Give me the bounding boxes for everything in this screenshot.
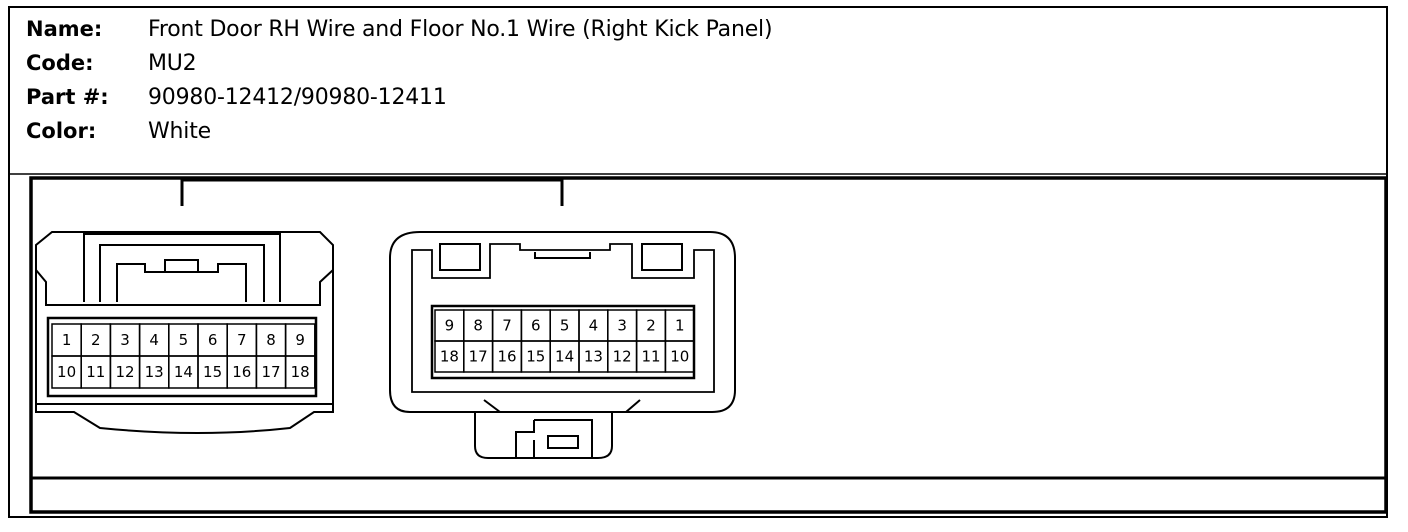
code-label: Code:: [26, 51, 94, 75]
pin-number-label: 6: [531, 317, 541, 335]
pin-number-label: 14: [555, 348, 574, 366]
pin-number-label: 18: [440, 348, 459, 366]
pin-number-label: 16: [232, 363, 251, 381]
pin-number-label: 4: [589, 317, 599, 335]
pin-number-label: 16: [497, 348, 516, 366]
pin-number-label: 8: [473, 317, 483, 335]
pin-number-label: 10: [57, 363, 76, 381]
pin-number-label: 12: [115, 363, 134, 381]
right-lock-latch-legs: [533, 440, 593, 458]
pin-cell: [284, 355, 316, 389]
pin-number-label: 18: [291, 363, 310, 381]
part-number-row: Part #: 90980-12412/90980-12411: [26, 82, 447, 112]
color-label: Color:: [26, 119, 97, 143]
left-connector-latch: [116, 259, 247, 302]
mating-bracket: [180, 178, 564, 206]
right-connector-inner-wall: [411, 243, 715, 393]
left-connector-housing: [35, 231, 334, 434]
pin-number-label: 9: [445, 317, 455, 335]
pin-number-label: 5: [179, 331, 189, 349]
pin-number-label: 7: [237, 331, 247, 349]
pin-number-label: 10: [670, 348, 689, 366]
right-lock-tab: [474, 412, 613, 459]
name-value: Front Door RH Wire and Floor No.1 Wire (…: [148, 16, 773, 42]
pin-number-label: 17: [261, 363, 280, 381]
name-row: Name: Front Door RH Wire and Floor No.1 …: [26, 14, 773, 44]
pin-number-label: 14: [174, 363, 193, 381]
pin-number-label: 11: [86, 363, 105, 381]
code-value: MU2: [148, 50, 197, 76]
part-number-value: 90980-12412/90980-12411: [148, 84, 447, 110]
right-lock-button: [547, 435, 579, 449]
color-value: White: [148, 118, 211, 144]
pin-number-label: 9: [295, 331, 305, 349]
code-row: Code: MU2: [26, 48, 197, 78]
name-label: Name:: [26, 17, 103, 41]
pin-number-label: 17: [469, 348, 488, 366]
left-connector-shoulder: [35, 269, 334, 306]
right-lock-guides: [483, 399, 641, 413]
diagram-area-box: [29, 176, 1388, 514]
pin-number-label: 5: [560, 317, 570, 335]
pin-number-label: 3: [120, 331, 130, 349]
color-row: Color: White: [26, 116, 211, 146]
pin-number-label: 2: [91, 331, 101, 349]
pin-number-label: 8: [266, 331, 276, 349]
right-connector-left-notch: [439, 243, 481, 271]
pin-cell: [664, 340, 695, 373]
right-connector-right-notch: [641, 243, 683, 271]
right-connector-housing: [389, 231, 736, 413]
left-connector-pin-block: [46, 316, 318, 398]
right-connector-top-key: [534, 252, 591, 259]
pin-number-label: 12: [613, 348, 632, 366]
pin-number-label: 15: [526, 348, 545, 366]
left-connector-latch-inner: [99, 244, 265, 302]
pin-number-label: 6: [208, 331, 218, 349]
pin-number-label: 4: [149, 331, 159, 349]
pin-number-label: 13: [584, 348, 603, 366]
part-number-label: Part #:: [26, 85, 109, 109]
pin-number-label: 13: [145, 363, 164, 381]
pin-number-label: 1: [675, 317, 685, 335]
pin-number-label: 15: [203, 363, 222, 381]
pin-number-label: 7: [502, 317, 512, 335]
pin-number-label: 11: [641, 348, 660, 366]
pin-number-label: 1: [62, 331, 72, 349]
left-connector-latch-frame: [83, 233, 281, 302]
pin-number-label: 2: [646, 317, 656, 335]
right-lock-latch: [515, 419, 593, 458]
pin-number-label: 3: [617, 317, 627, 335]
